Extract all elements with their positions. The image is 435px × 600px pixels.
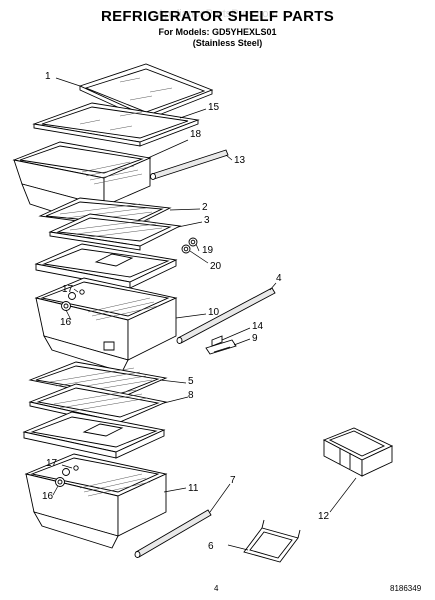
callout-14: 14 bbox=[252, 321, 264, 332]
page-title: REFRIGERATOR SHELF PARTS bbox=[100, 8, 335, 25]
variant-line: (Stainless Steel) bbox=[192, 38, 263, 48]
callout-7: 7 bbox=[230, 475, 236, 486]
part-13-rod bbox=[151, 150, 229, 180]
callout-5: 5 bbox=[188, 376, 194, 387]
lower-cover-tray bbox=[24, 412, 164, 458]
callout-20: 20 bbox=[210, 261, 222, 272]
callout-17-lower: 17 bbox=[46, 458, 58, 469]
part-9-bracket bbox=[206, 336, 236, 354]
part-20-knob bbox=[182, 245, 190, 253]
callout-15: 15 bbox=[208, 102, 220, 113]
part-17-knob-lower bbox=[63, 466, 79, 476]
page-number: 4 bbox=[214, 584, 219, 593]
callout-18: 18 bbox=[190, 129, 202, 140]
callout-6: 6 bbox=[208, 541, 214, 552]
crisper-cover-tray bbox=[36, 244, 176, 288]
callout-19: 19 bbox=[202, 245, 214, 256]
part-18-crisper-drawer bbox=[14, 142, 150, 226]
callout-16-lower: 16 bbox=[42, 491, 54, 502]
part-4-rod bbox=[177, 288, 275, 344]
part-15-shelf bbox=[34, 103, 198, 146]
callout-13: 13 bbox=[234, 155, 246, 166]
callout-2: 2 bbox=[202, 202, 208, 213]
callout-3: 3 bbox=[204, 215, 210, 226]
callout-12: 12 bbox=[318, 511, 330, 522]
document-number: 8186349 bbox=[390, 584, 422, 593]
part-10-drawer bbox=[36, 278, 176, 372]
part-6-bin bbox=[244, 520, 300, 562]
callout-11: 11 bbox=[188, 483, 199, 494]
callout-16-upper: 16 bbox=[60, 317, 72, 328]
callout-1: 1 bbox=[45, 71, 51, 82]
part-7-rod bbox=[135, 510, 211, 558]
part-17-knob-upper bbox=[69, 290, 85, 300]
part-16-knob-lower bbox=[56, 478, 65, 487]
part-1-glass-shelf bbox=[80, 64, 212, 120]
part-12-door-bin bbox=[324, 428, 392, 476]
callout-8: 8 bbox=[188, 390, 194, 401]
watermark-text: AppliancePartsPros.com bbox=[157, 8, 278, 20]
leader-lines bbox=[53, 78, 356, 550]
part-11-drawer bbox=[26, 454, 166, 548]
callout-17-upper: 17 bbox=[62, 284, 74, 295]
part-16-knob-upper bbox=[62, 302, 71, 311]
part-5-wire-shelf bbox=[30, 362, 166, 398]
models-line: For Models: GD5YHEXLS01 bbox=[158, 27, 277, 37]
part-19-knob bbox=[189, 238, 197, 246]
callout-10: 10 bbox=[208, 307, 220, 318]
callout-9: 9 bbox=[252, 333, 258, 344]
callout-4: 4 bbox=[276, 273, 282, 284]
part-3-shelf-frame bbox=[50, 214, 180, 250]
